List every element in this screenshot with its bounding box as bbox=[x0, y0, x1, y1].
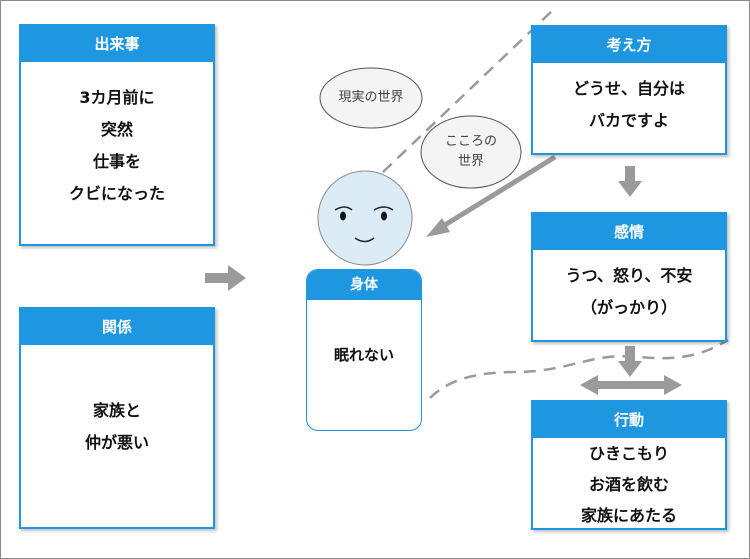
behavior-title: 行動 bbox=[533, 402, 725, 438]
relations-text: 家族と 仲が悪い bbox=[21, 345, 213, 459]
behavior-line-2: お酒を飲む bbox=[588, 475, 669, 494]
behavior-line-1: ひきこもり bbox=[588, 444, 669, 463]
relations-line-2: 仲が悪い bbox=[84, 433, 149, 452]
thought-title: 考え方 bbox=[533, 27, 725, 63]
thought-line-2: バカですよ bbox=[588, 111, 669, 130]
body-box: 身体 眠れない bbox=[306, 269, 422, 431]
emotion-title: 感情 bbox=[533, 214, 725, 250]
emotion-box: 感情 うつ、怒り、不安 （がっかり） bbox=[531, 212, 727, 342]
body-title: 身体 bbox=[307, 270, 421, 300]
emotion-text: うつ、怒り、不安 （がっかり） bbox=[533, 250, 725, 324]
event-line-3: 仕事を bbox=[92, 152, 141, 171]
emotion-line-2: （がっかり） bbox=[580, 298, 677, 317]
event-line-1: 3カ月前に bbox=[79, 88, 155, 107]
event-box: 出来事 3カ月前に 突然 仕事を クビになった bbox=[19, 24, 215, 246]
heart-world-label-2: 世界 bbox=[457, 154, 484, 169]
thought-line-1: どうせ、自分は bbox=[572, 79, 685, 98]
relations-box: 関係 家族と 仲が悪い bbox=[19, 307, 215, 529]
relations-title: 関係 bbox=[21, 309, 213, 345]
thought-text: どうせ、自分は バカですよ bbox=[533, 63, 725, 137]
behavior-box: 行動 ひきこもり お酒を飲む 家族にあたる bbox=[531, 400, 727, 530]
event-line-2: 突然 bbox=[100, 120, 133, 139]
bubble-real-world-text: 現実の世界 bbox=[325, 88, 417, 108]
heart-world-label-1: こころの bbox=[444, 134, 497, 149]
behavior-text: ひきこもり お酒を飲む 家族にあたる bbox=[533, 438, 725, 531]
relations-line-1: 家族と bbox=[92, 401, 141, 420]
bubble-heart-world-text: こころの 世界 bbox=[425, 132, 517, 172]
event-line-4: クビになった bbox=[68, 184, 165, 203]
emotion-line-1: うつ、怒り、不安 bbox=[565, 266, 693, 285]
event-title: 出来事 bbox=[21, 26, 213, 62]
behavior-line-3: 家族にあたる bbox=[580, 506, 677, 525]
event-text: 3カ月前に 突然 仕事を クビになった bbox=[21, 62, 213, 210]
thought-box: 考え方 どうせ、自分は バカですよ bbox=[531, 25, 727, 155]
body-text: 眠れない bbox=[333, 346, 394, 364]
real-world-label: 現実の世界 bbox=[338, 90, 404, 105]
